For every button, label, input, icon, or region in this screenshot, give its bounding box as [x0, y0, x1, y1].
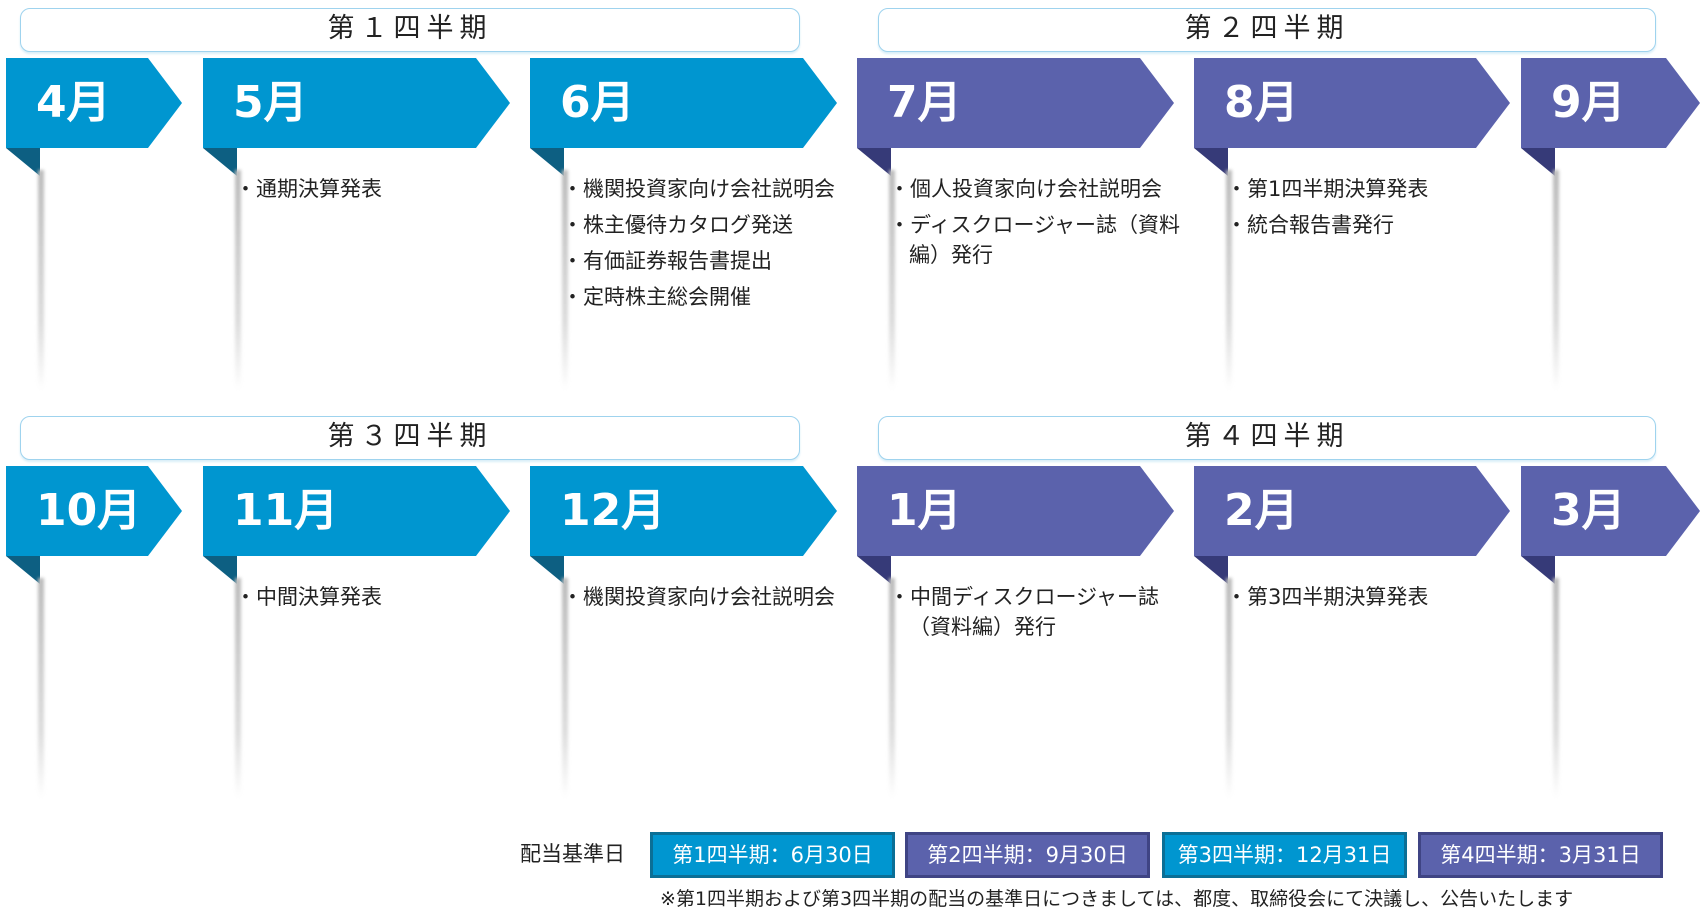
month-events: 機関投資家向け会社説明会	[568, 582, 855, 618]
dividend-note: ※第1四半期および第3四半期の配当の基準日につきましては、都度、取締役会にて決議…	[660, 888, 1574, 910]
event-item: 通期決算発表	[241, 174, 528, 204]
arrow-fold	[1521, 556, 1555, 584]
month-arrow: 8月	[1194, 58, 1510, 148]
column-shadow	[562, 578, 568, 798]
month-arrow: 11月	[203, 466, 510, 556]
event-item: 第1四半期決算発表	[1232, 174, 1528, 204]
arrow-fold	[6, 556, 40, 584]
event-item: 個人投資家向け会社説明会	[895, 174, 1192, 204]
month-events: 個人投資家向け会社説明会ディスクロージャー誌（資料編）発行	[895, 174, 1192, 276]
arrow-fold	[203, 556, 237, 584]
month-arrow: 7月	[857, 58, 1174, 148]
event-item: 株主優待カタログ発送	[568, 210, 855, 240]
arrow-fold	[6, 148, 40, 176]
month-events: 機関投資家向け会社説明会株主優待カタログ発送有価証券報告書提出定時株主総会開催	[568, 174, 855, 318]
event-item: 機関投資家向け会社説明会	[568, 174, 855, 204]
month-arrow: 12月	[530, 466, 837, 556]
arrow-fold	[203, 148, 237, 176]
event-item: 中間ディスクロージャー誌（資料編）発行	[895, 582, 1192, 642]
dividend-date-q2: 第2四半期：9月30日	[905, 832, 1150, 878]
month-arrow: 3月	[1521, 466, 1700, 556]
dividend-record-date-label: 配当基準日	[520, 842, 625, 866]
month-events: 中間決算発表	[241, 582, 528, 618]
arrow-fold	[530, 556, 564, 584]
column-shadow	[1553, 578, 1559, 798]
month-arrow: 4月	[6, 58, 182, 148]
month-events: 第3四半期決算発表	[1232, 582, 1528, 618]
column-shadow	[1226, 170, 1232, 390]
column-shadow	[235, 170, 241, 390]
quarter-header: 第２四半期	[878, 8, 1656, 52]
quarter-header: 第３四半期	[20, 416, 800, 460]
event-item: 中間決算発表	[241, 582, 528, 612]
quarter-header: 第４四半期	[878, 416, 1656, 460]
month-events: 第1四半期決算発表統合報告書発行	[1232, 174, 1528, 246]
month-arrow: 6月	[530, 58, 837, 148]
column-shadow	[38, 170, 44, 390]
month-events: 中間ディスクロージャー誌（資料編）発行	[895, 582, 1192, 648]
dividend-date-q3: 第3四半期：12月31日	[1162, 832, 1407, 878]
arrow-fold	[1521, 148, 1555, 176]
dividend-date-q1: 第1四半期：6月30日	[650, 832, 895, 878]
column-shadow	[889, 170, 895, 390]
quarter-header: 第１四半期	[20, 8, 800, 52]
column-shadow	[1553, 170, 1559, 390]
event-item: ディスクロージャー誌（資料編）発行	[895, 210, 1192, 270]
event-item: 機関投資家向け会社説明会	[568, 582, 855, 612]
arrow-fold	[1194, 556, 1228, 584]
dividend-date-q4: 第4四半期：3月31日	[1418, 832, 1663, 878]
arrow-fold	[857, 556, 891, 584]
arrow-fold	[1194, 148, 1228, 176]
month-arrow: 2月	[1194, 466, 1510, 556]
column-shadow	[235, 578, 241, 798]
month-events: 通期決算発表	[241, 174, 528, 210]
event-item: 第3四半期決算発表	[1232, 582, 1528, 612]
month-arrow: 9月	[1521, 58, 1700, 148]
event-item: 定時株主総会開催	[568, 282, 855, 312]
event-item: 統合報告書発行	[1232, 210, 1528, 240]
column-shadow	[562, 170, 568, 390]
column-shadow	[38, 578, 44, 798]
arrow-fold	[857, 148, 891, 176]
column-shadow	[1226, 578, 1232, 798]
month-arrow: 1月	[857, 466, 1174, 556]
month-arrow: 10月	[6, 466, 182, 556]
column-shadow	[889, 578, 895, 798]
arrow-fold	[530, 148, 564, 176]
event-item: 有価証券報告書提出	[568, 246, 855, 276]
month-arrow: 5月	[203, 58, 510, 148]
